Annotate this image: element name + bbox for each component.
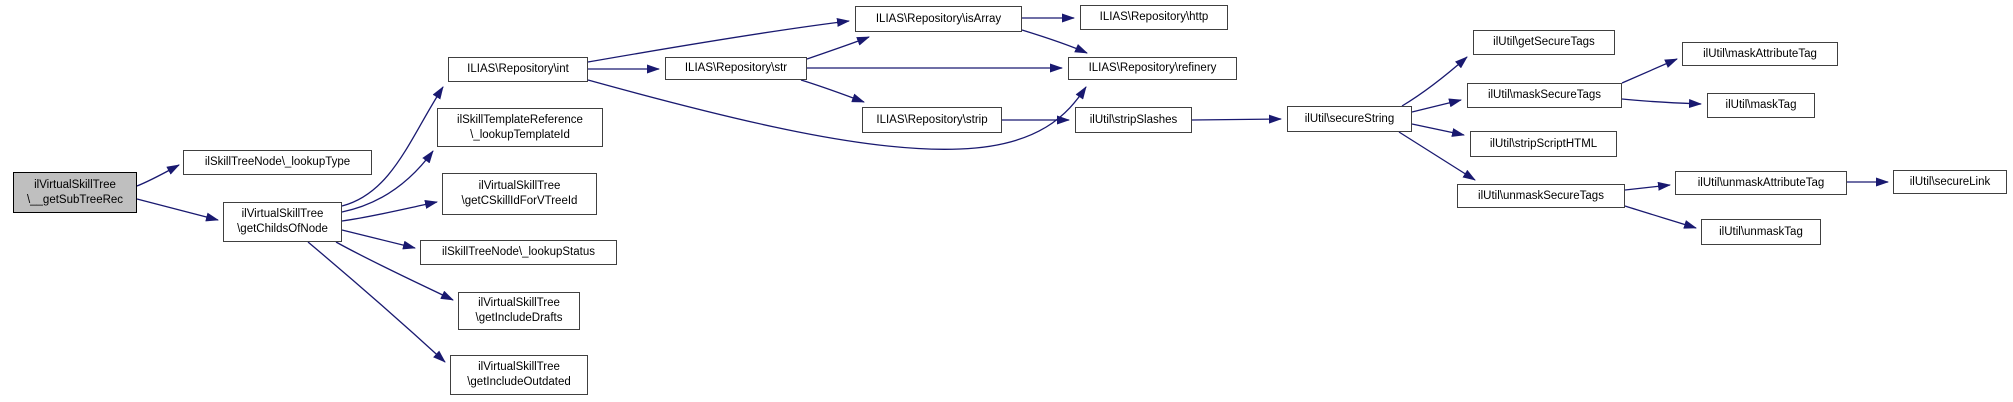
node-get-sub-tree-rec: ilVirtualSkillTree \__getSubTreeRec bbox=[13, 172, 137, 213]
edge-secureString-unmaskSecureTags bbox=[1398, 131, 1476, 181]
node-get-cskill-id-for-vtree-id[interactable]: ilVirtualSkillTree \getCSkillIdForVTreeI… bbox=[442, 173, 597, 215]
node-repository-refinery[interactable]: ILIAS\Repository\refinery bbox=[1068, 57, 1237, 80]
node-unmask-secure-tags[interactable]: ilUtil\unmaskSecureTags bbox=[1457, 184, 1625, 208]
node-repository-str[interactable]: ILIAS\Repository\str bbox=[665, 57, 807, 80]
edge-getChildsOfNode-repoInt bbox=[341, 86, 444, 207]
edge-getChildsOfNode-getIncludeDrafts bbox=[335, 241, 454, 301]
edge-repoInt-isArray bbox=[587, 17, 850, 63]
node-repository-is-array[interactable]: ILIAS\Repository\isArray bbox=[855, 6, 1022, 32]
edge-secureString-stripScriptHTML bbox=[1411, 123, 1465, 137]
edge-unmaskSecureTags-unmaskAttributeTag bbox=[1624, 181, 1671, 191]
edge-subTreeRec-lookupType bbox=[136, 164, 180, 187]
node-secure-string[interactable]: ilUtil\secureString bbox=[1287, 106, 1412, 132]
node-strip-slashes[interactable]: ilUtil\stripSlashes bbox=[1075, 107, 1192, 133]
edge-secureString-getSecureTags bbox=[1401, 56, 1468, 107]
node-lookup-template-id[interactable]: ilSkillTemplateReference \_lookupTemplat… bbox=[437, 108, 603, 147]
node-lookup-type[interactable]: ilSkillTreeNode\_lookupType bbox=[183, 150, 372, 175]
node-unmask-tag[interactable]: ilUtil\unmaskTag bbox=[1701, 219, 1821, 245]
edge-isArray-refinery bbox=[1021, 29, 1088, 54]
node-get-secure-tags[interactable]: ilUtil\getSecureTags bbox=[1473, 30, 1615, 55]
node-secure-link[interactable]: ilUtil\secureLink bbox=[1893, 170, 2007, 194]
node-repository-strip[interactable]: ILIAS\Repository\strip bbox=[862, 107, 1002, 133]
edge-repoInt-refinery bbox=[587, 79, 1087, 150]
node-mask-attribute-tag[interactable]: ilUtil\maskAttributeTag bbox=[1682, 42, 1838, 66]
edge-secureString-maskSecureTags bbox=[1411, 98, 1462, 113]
edge-maskSecureTags-maskAttributeTag bbox=[1621, 58, 1678, 84]
edge-stripSlashes-secureString bbox=[1191, 114, 1282, 124]
edge-getChildsOfNode-lookupStatus bbox=[341, 229, 416, 250]
node-get-include-outdated[interactable]: ilVirtualSkillTree \getIncludeOutdated bbox=[450, 355, 588, 395]
edge-repoStr-strip bbox=[800, 79, 865, 103]
node-strip-script-html[interactable]: ilUtil\stripScriptHTML bbox=[1470, 131, 1617, 157]
edge-getChildsOfNode-getIncludeOutdated bbox=[307, 241, 446, 363]
edge-subTreeRec-getChildsOfNode bbox=[136, 198, 219, 222]
edge-maskSecureTags-maskTag bbox=[1621, 98, 1702, 109]
node-lookup-status[interactable]: ilSkillTreeNode\_lookupStatus bbox=[420, 240, 617, 265]
node-repository-int[interactable]: ILIAS\Repository\int bbox=[448, 57, 588, 82]
node-mask-secure-tags[interactable]: ilUtil\maskSecureTags bbox=[1467, 83, 1622, 108]
edge-getChildsOfNode-getCSkillId bbox=[341, 200, 438, 222]
edge-unmaskSecureTags-unmaskTag bbox=[1624, 205, 1697, 229]
node-get-childs-of-node[interactable]: ilVirtualSkillTree \getChildsOfNode bbox=[223, 202, 342, 242]
node-get-include-drafts[interactable]: ilVirtualSkillTree \getIncludeDrafts bbox=[458, 292, 580, 330]
node-mask-tag[interactable]: ilUtil\maskTag bbox=[1707, 93, 1815, 118]
node-repository-http[interactable]: ILIAS\Repository\http bbox=[1080, 5, 1228, 30]
node-unmask-attribute-tag[interactable]: ilUtil\unmaskAttributeTag bbox=[1675, 171, 1847, 195]
edge-getChildsOfNode-lookupTemplateId bbox=[341, 150, 434, 213]
edge-repoStr-isArray bbox=[806, 36, 870, 60]
